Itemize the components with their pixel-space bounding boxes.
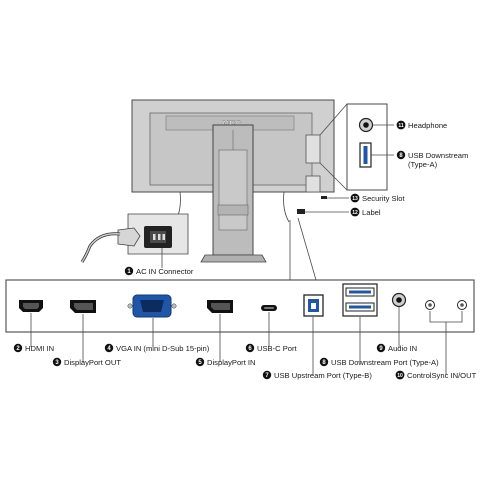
svg-text:AC IN Connector: AC IN Connector bbox=[136, 267, 194, 276]
svg-text:· · ·: · · · bbox=[358, 298, 363, 302]
monitor-back: NEC bbox=[131, 99, 335, 263]
svg-text:DisplayPort IN: DisplayPort IN bbox=[207, 358, 256, 367]
svg-text:Security Slot: Security Slot bbox=[362, 194, 406, 203]
callout-vga-in: 4 VGA IN (mini D-Sub 15-pin) bbox=[104, 343, 210, 353]
svg-text:4: 4 bbox=[107, 346, 111, 352]
displayport-out-port bbox=[70, 300, 96, 313]
bottom-port-panel: · · · bbox=[5, 217, 475, 375]
usb-c-port bbox=[261, 305, 277, 311]
svg-text:USB Upstream Port (Type-B): USB Upstream Port (Type-B) bbox=[274, 371, 372, 380]
callout-displayport-out: 3 DisplayPort OUT bbox=[52, 357, 121, 367]
ac-connector-area bbox=[80, 213, 189, 268]
usb-b-port bbox=[303, 294, 324, 317]
vga-port bbox=[127, 294, 177, 318]
svg-text:9: 9 bbox=[379, 346, 383, 352]
svg-text:USB Downstream Port (Type-A): USB Downstream Port (Type-A) bbox=[331, 358, 439, 367]
svg-text:2: 2 bbox=[16, 346, 20, 352]
svg-text:1: 1 bbox=[127, 269, 131, 275]
callout-usb-c: 6 USB-C Port bbox=[245, 343, 298, 353]
svg-text:Headphone: Headphone bbox=[408, 121, 447, 130]
callout-security-slot: 13 Security Slot bbox=[350, 193, 406, 203]
svg-text:11: 11 bbox=[398, 123, 404, 129]
callout-label: 12 Label bbox=[350, 207, 381, 217]
svg-text:10: 10 bbox=[397, 373, 403, 379]
side-port-callout bbox=[319, 103, 394, 191]
svg-text:7: 7 bbox=[265, 373, 269, 379]
callout-audio-in: 9 Audio IN bbox=[376, 343, 417, 353]
svg-text:6: 6 bbox=[248, 346, 252, 352]
callout-headphone: 11 Headphone bbox=[396, 120, 447, 130]
svg-text:(Type-A): (Type-A) bbox=[408, 160, 438, 169]
svg-text:USB Downstream: USB Downstream bbox=[408, 151, 468, 160]
svg-text:DisplayPort OUT: DisplayPort OUT bbox=[64, 358, 121, 367]
svg-text:5: 5 bbox=[198, 360, 202, 366]
svg-text:8: 8 bbox=[322, 360, 326, 366]
svg-text:USB-C Port: USB-C Port bbox=[257, 344, 298, 353]
callout-usb-upstream: 7 USB Upstream Port (Type-B) bbox=[262, 370, 372, 380]
controlsync-ports bbox=[425, 300, 467, 310]
hdmi-port bbox=[19, 300, 43, 312]
svg-text:13: 13 bbox=[352, 196, 358, 202]
svg-text:8: 8 bbox=[399, 153, 403, 159]
callout-displayport-in: 5 DisplayPort IN bbox=[195, 357, 256, 367]
audio-in-port bbox=[391, 292, 407, 308]
svg-text:HDMI IN: HDMI IN bbox=[25, 344, 54, 353]
usb-a-ports: · · · bbox=[342, 283, 378, 317]
callout-controlsync: 10 ControlSync IN/OUT bbox=[395, 370, 477, 380]
svg-text:12: 12 bbox=[352, 210, 358, 216]
callout-usb-downstream-bottom: 8 USB Downstream Port (Type-A) bbox=[319, 357, 439, 367]
brand-logo: NEC bbox=[222, 119, 242, 129]
svg-text:ControlSync IN/OUT: ControlSync IN/OUT bbox=[407, 371, 477, 380]
displayport-in-port bbox=[207, 300, 233, 313]
callout-usb-downstream-side: 8 USB Downstream (Type-A) bbox=[396, 150, 468, 169]
callout-ac-in: 1 AC IN Connector bbox=[124, 266, 194, 276]
callout-hdmi-in: 2 HDMI IN bbox=[13, 343, 54, 353]
svg-text:Label: Label bbox=[362, 208, 381, 217]
svg-text:3: 3 bbox=[55, 360, 59, 366]
svg-text:Audio IN: Audio IN bbox=[388, 344, 417, 353]
svg-text:VGA IN (mini D-Sub 15-pin): VGA IN (mini D-Sub 15-pin) bbox=[116, 344, 210, 353]
